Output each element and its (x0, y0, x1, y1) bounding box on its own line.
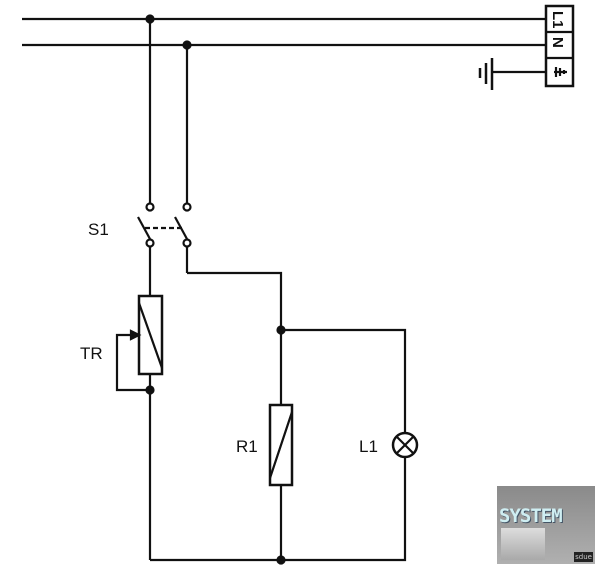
system-logo: SYSTEM sdue (497, 486, 595, 564)
logo-small-text: sdue (574, 552, 593, 562)
lamp-label: L1 (359, 437, 378, 456)
terminal-l1-label: L1 (549, 11, 566, 29)
resistor-label: R1 (236, 437, 258, 456)
resistor-r1 (268, 403, 294, 487)
thermostat-tr (115, 294, 164, 392)
switch-s1 (137, 202, 192, 248)
terminal-block (544, 4, 575, 88)
terminal-n-label: N (549, 37, 566, 48)
junction (276, 555, 286, 565)
lamp-icon (391, 431, 419, 459)
switch-label: S1 (88, 220, 109, 239)
logo-text: SYSTEM (499, 505, 563, 527)
earth-ground-icon (478, 58, 567, 90)
thermostat-label: TR (80, 344, 103, 363)
